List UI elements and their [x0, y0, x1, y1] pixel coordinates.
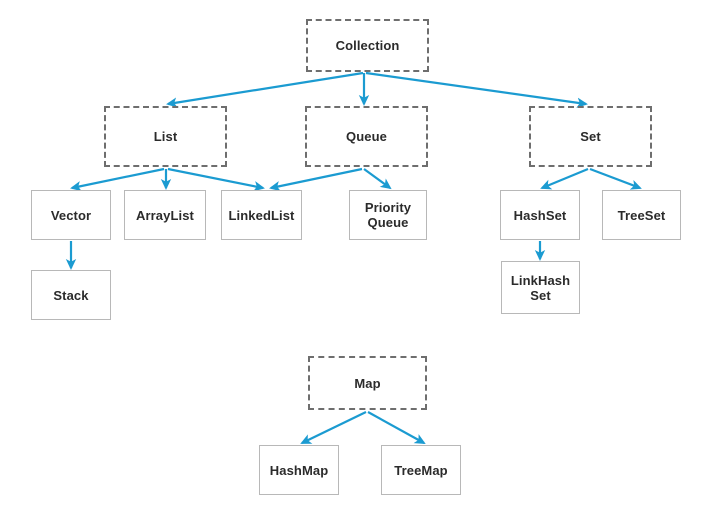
node-label-set: Set	[580, 129, 601, 144]
node-label-collection: Collection	[335, 38, 400, 53]
node-label-treemap: TreeMap	[394, 462, 448, 478]
arrow-collection-to-list	[166, 71, 364, 108]
node-label-map: Map	[354, 375, 381, 391]
arrow-collection-to-set	[365, 71, 588, 108]
node-linkhashset[interactable]: LinkHash Set	[501, 261, 580, 314]
node-label-stack: Stack	[53, 287, 89, 303]
node-stack[interactable]: Stack	[31, 270, 111, 320]
arrow-list-to-linkedlist	[167, 167, 265, 192]
node-label-treeset: TreeSet	[617, 207, 666, 223]
node-label-hashmap: HashMap	[269, 462, 329, 478]
node-queue[interactable]: Queue	[305, 106, 428, 167]
node-linkedlist[interactable]: LinkedList	[221, 190, 302, 240]
arrow-map-to-hashmap	[300, 411, 367, 444]
node-hashmap[interactable]: HashMap	[259, 445, 339, 495]
node-list[interactable]: List	[104, 106, 227, 167]
arrow-list-to-vector	[70, 167, 165, 192]
node-label-priorityqueue: Priority Queue	[364, 200, 412, 230]
node-treeset[interactable]: TreeSet	[602, 190, 681, 240]
arrow-map-to-treemap	[367, 411, 426, 444]
node-collection[interactable]: Collection	[306, 19, 429, 72]
node-label-hashset: HashSet	[513, 207, 567, 223]
node-arraylist[interactable]: ArrayList	[124, 190, 206, 240]
node-label-vector: Vector	[50, 207, 92, 223]
node-label-linkedlist: LinkedList	[228, 207, 295, 223]
node-label-queue: Queue	[346, 129, 387, 144]
node-treemap[interactable]: TreeMap	[381, 445, 461, 495]
node-label-linkhashset: LinkHash Set	[510, 272, 571, 303]
arrow-set-to-hashset	[540, 167, 589, 190]
node-hashset[interactable]: HashSet	[500, 190, 580, 240]
arrow-queue-to-priorityqueue	[363, 168, 392, 190]
node-map[interactable]: Map	[308, 356, 427, 410]
node-label-arraylist: ArrayList	[136, 207, 194, 223]
node-vector[interactable]: Vector	[31, 190, 111, 240]
arrow-set-to-treeset	[589, 167, 642, 190]
arrow-queue-to-linkedlist	[269, 167, 363, 192]
node-set[interactable]: Set	[529, 106, 652, 167]
node-priorityqueue[interactable]: Priority Queue	[349, 190, 427, 240]
node-label-list: List	[153, 129, 178, 144]
